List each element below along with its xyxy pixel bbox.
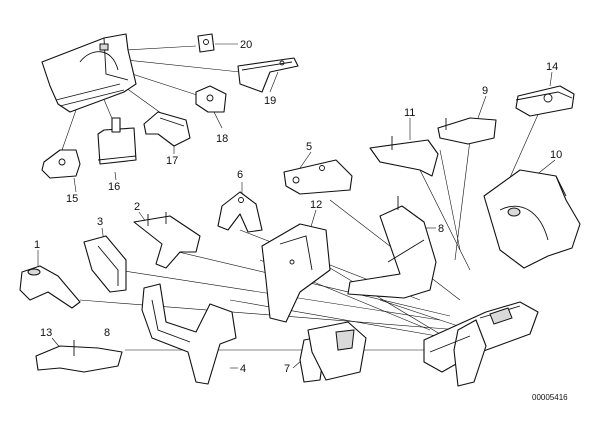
callout-14: 14 xyxy=(546,61,558,73)
part-8-strut xyxy=(347,196,437,299)
main-frame-assembly xyxy=(423,301,539,387)
part-3-panel xyxy=(83,235,127,293)
part-4-fork xyxy=(141,283,237,385)
callout-1: 1 xyxy=(34,239,40,251)
part-6-bracket xyxy=(217,191,263,233)
part-7-bracket xyxy=(299,321,367,383)
part-front-panel xyxy=(41,33,137,113)
callout-16: 16 xyxy=(108,181,120,193)
callout-10: 10 xyxy=(550,149,562,161)
callout-7: 7 xyxy=(284,363,290,375)
callout-3: 3 xyxy=(97,216,103,228)
part-9-bracket xyxy=(437,117,497,145)
callout-18: 18 xyxy=(216,133,228,145)
part-18-bracket xyxy=(195,85,227,113)
callout-17: 17 xyxy=(166,155,178,167)
part-13-bracket xyxy=(35,340,123,373)
part-20-clip xyxy=(197,33,215,53)
part-11-bracket xyxy=(369,136,439,177)
part-17-bracket xyxy=(143,111,191,147)
part-19-bracket xyxy=(237,57,299,93)
callout-11: 11 xyxy=(404,107,415,119)
part-10-housing xyxy=(483,169,581,269)
callout-8-upper: 8 xyxy=(438,223,444,235)
callout-2: 2 xyxy=(134,201,140,213)
callout-9: 9 xyxy=(482,85,488,97)
part-15-bracket xyxy=(41,149,81,179)
callout-labels: 1 2 3 4 5 6 7 8 9 10 11 12 13 14 15 16 1… xyxy=(34,39,568,402)
callout-15: 15 xyxy=(66,193,78,205)
callout-20: 20 xyxy=(240,39,252,51)
callout-12: 12 xyxy=(310,199,322,211)
part-16-mount xyxy=(97,117,137,165)
callout-19: 19 xyxy=(264,95,276,107)
callout-6: 6 xyxy=(237,169,243,181)
part-2-bracket xyxy=(133,212,201,269)
callout-8-lower: 8 xyxy=(104,327,110,339)
callout-4: 4 xyxy=(240,363,246,375)
part-1-bracket xyxy=(19,265,81,309)
drawing-number: 00005416 xyxy=(532,393,568,402)
callout-5: 5 xyxy=(306,141,312,153)
part-12-panel xyxy=(261,223,331,323)
part-14-block xyxy=(515,85,575,117)
callout-13: 13 xyxy=(40,327,52,339)
part-5-bracket xyxy=(283,159,353,195)
